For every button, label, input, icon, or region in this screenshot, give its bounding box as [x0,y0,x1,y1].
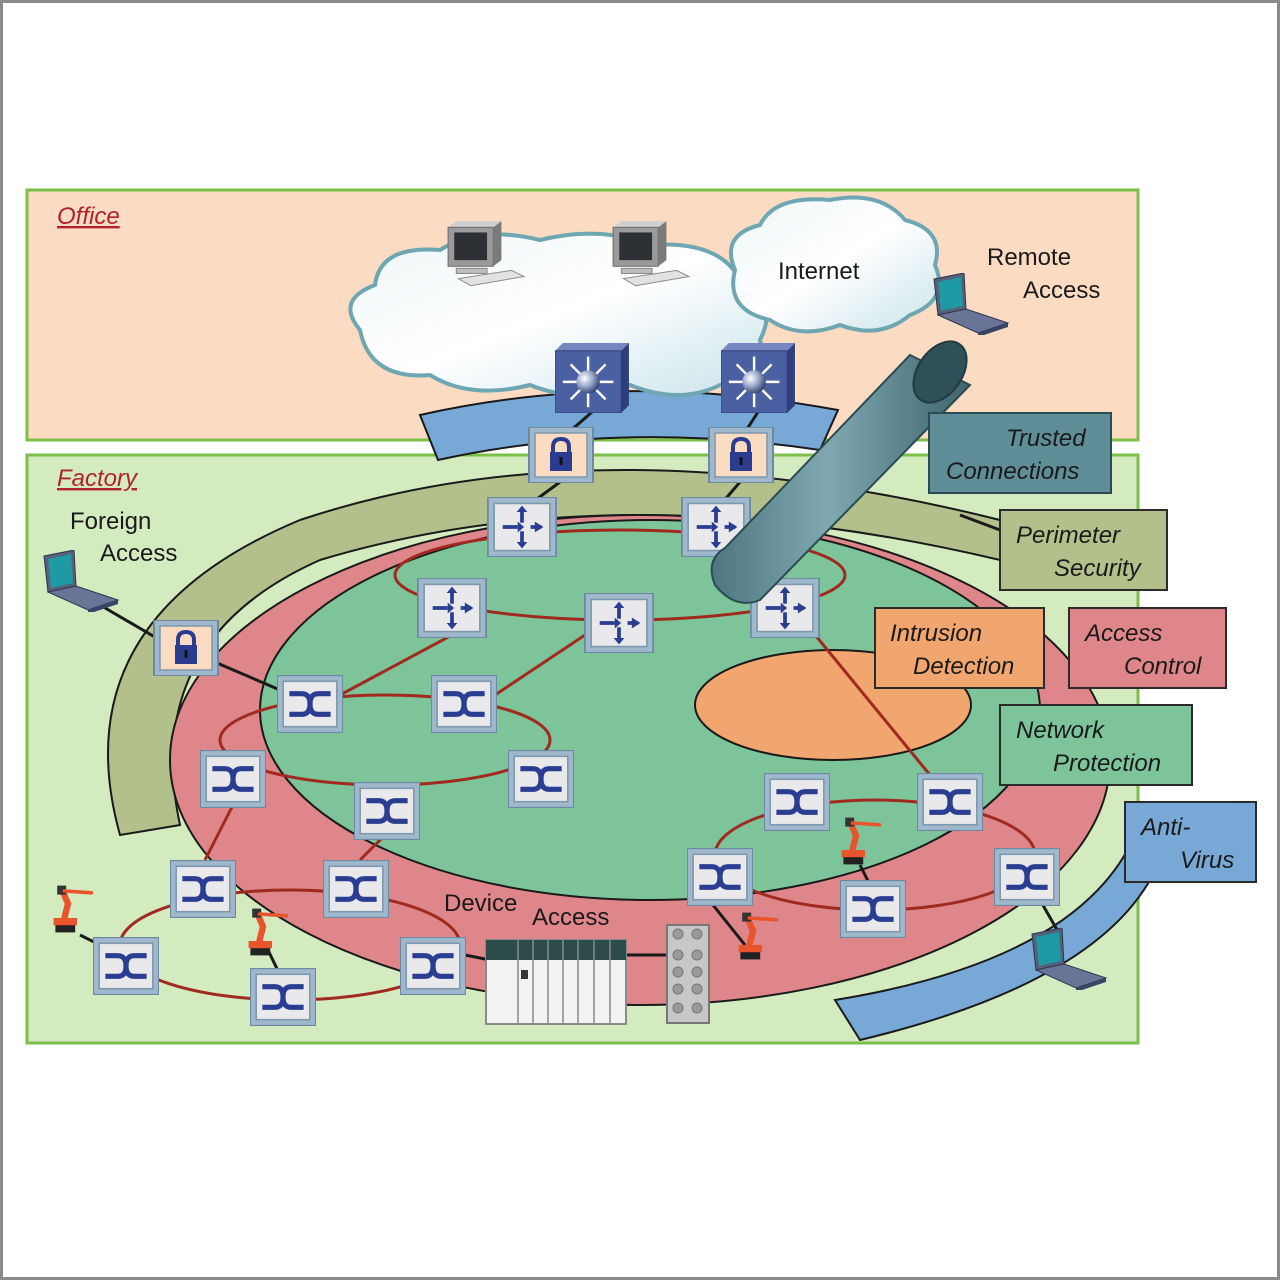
industrial-switch-icon[interactable] [508,750,574,808]
router-icon[interactable] [487,497,557,557]
industrial-switch-icon[interactable] [323,860,389,918]
firewall-lock-icon[interactable] [529,427,593,483]
firewall-lock-icon[interactable] [154,620,218,676]
industrial-switch-icon[interactable] [994,848,1060,906]
industrial-switch-icon[interactable] [250,968,316,1026]
device-access-label: DeviceAccess [444,890,609,931]
industrial-switch-icon[interactable] [277,675,343,733]
layer3-switch-icon[interactable] [721,343,795,413]
industrial-switch-icon[interactable] [170,860,236,918]
router-icon[interactable] [417,578,487,638]
industrial-switch-icon[interactable] [431,675,497,733]
plc-rack-icon[interactable] [485,939,627,1025]
svg-text:Anti-Virus: Anti-Virus [1139,814,1234,874]
industrial-switch-icon[interactable] [400,937,466,995]
layer3-switch-icon[interactable] [555,343,629,413]
industrial-switch-icon[interactable] [200,750,266,808]
firewall-lock-icon[interactable] [709,427,773,483]
office-zone-title: Office [57,203,120,230]
industrial-switch-icon[interactable] [917,773,983,831]
industrial-switch-icon[interactable] [354,782,420,840]
router-icon[interactable] [584,593,654,653]
internet-cloud: Internet [729,195,941,334]
industrial-switch-icon[interactable] [840,880,906,938]
factory-zone-title: Factory [57,465,139,492]
industrial-switch-icon[interactable] [687,848,753,906]
industrial-switch-icon[interactable] [93,937,159,995]
internet-label: Internet [778,258,860,285]
trusted-connection-tunnel [710,340,972,604]
industrial-switch-icon[interactable] [764,773,830,831]
io-module-icon[interactable] [666,924,710,1024]
legend-anti-virus: Anti-Virus [1124,801,1257,883]
